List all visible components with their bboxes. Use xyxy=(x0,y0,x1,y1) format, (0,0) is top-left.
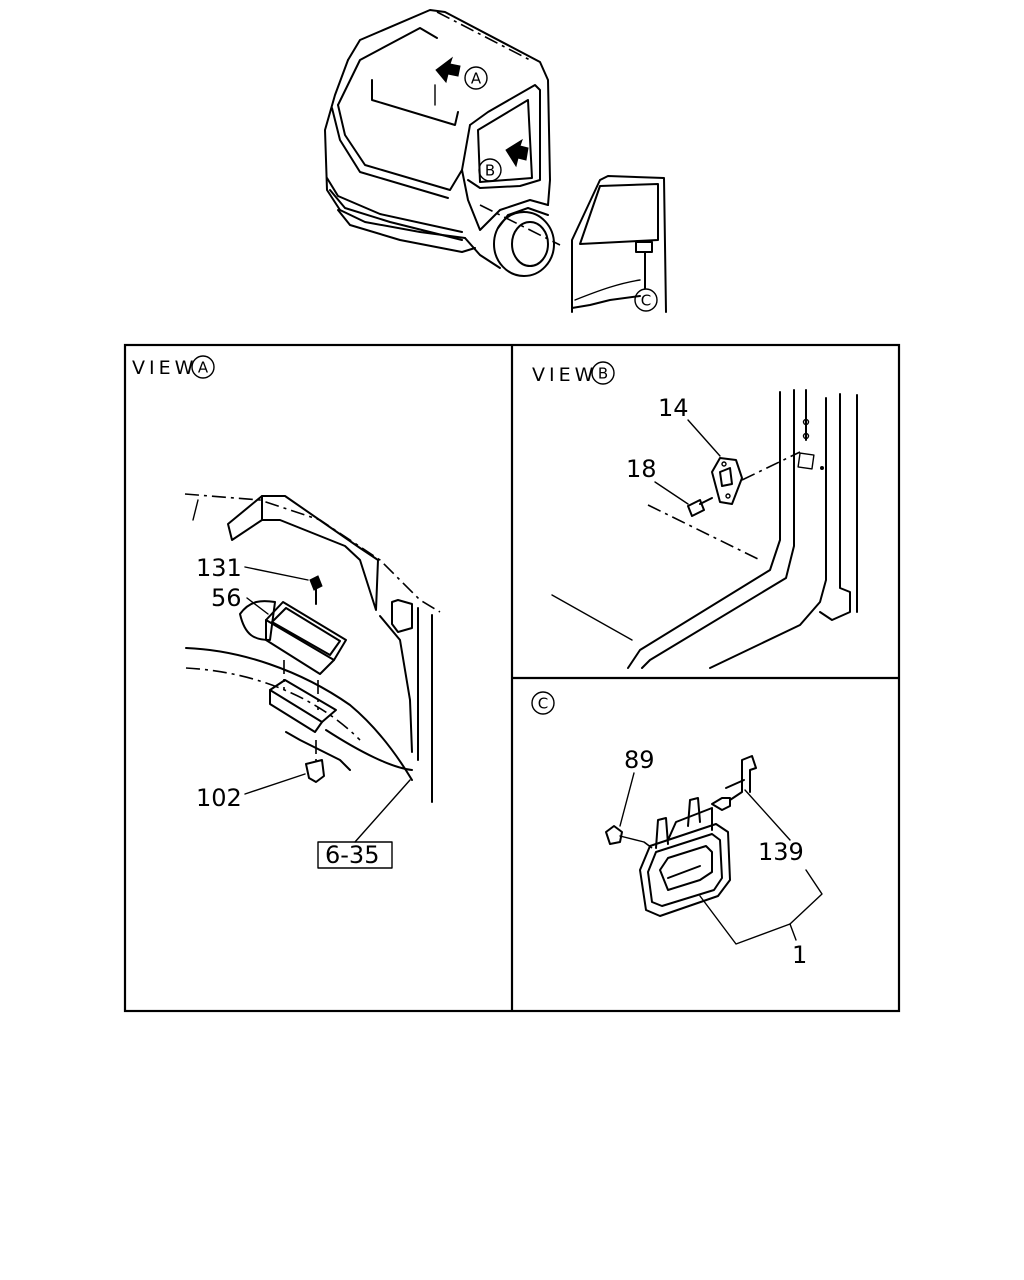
view-c-title: C xyxy=(531,691,555,715)
overview-marker-c: C xyxy=(634,288,658,312)
part-label-14: 14 xyxy=(658,394,689,422)
reference-box-6-35: 6-35 xyxy=(317,841,393,869)
part-label-139: 139 xyxy=(758,838,804,866)
svg-text:C: C xyxy=(538,695,548,713)
svg-text:56: 56 xyxy=(211,584,242,612)
svg-text:131: 131 xyxy=(196,554,242,582)
svg-text:139: 139 xyxy=(758,838,804,866)
svg-text:B: B xyxy=(598,365,608,383)
svg-text:18: 18 xyxy=(626,455,657,483)
truck-cab-overview xyxy=(324,9,561,277)
part-label-1: 1 xyxy=(792,941,807,969)
part-label-102: 102 xyxy=(196,784,242,812)
view-b-title: VIEW B xyxy=(532,361,615,386)
svg-text:A: A xyxy=(198,359,209,377)
svg-text:14: 14 xyxy=(658,394,689,422)
svg-text:B: B xyxy=(485,162,495,180)
part-label-18: 18 xyxy=(626,455,657,483)
svg-text:102: 102 xyxy=(196,784,242,812)
svg-text:1: 1 xyxy=(792,941,807,969)
svg-text:6-35: 6-35 xyxy=(325,841,379,869)
part-label-131: 131 xyxy=(196,554,242,582)
view-a-title: VIEW A xyxy=(132,355,215,379)
view-c-drawing xyxy=(605,755,823,945)
overview-marker-a: A xyxy=(464,66,488,90)
view-a-drawing xyxy=(184,493,441,843)
svg-text:VIEW: VIEW xyxy=(132,357,197,379)
overview-marker-b: B xyxy=(478,158,502,182)
svg-text:A: A xyxy=(471,70,482,88)
detail-frame xyxy=(123,343,901,1013)
door-detail-overview xyxy=(571,175,667,313)
part-label-89: 89 xyxy=(624,746,655,774)
svg-text:89: 89 xyxy=(624,746,655,774)
part-label-56: 56 xyxy=(211,584,242,612)
view-b-drawing xyxy=(551,389,858,669)
svg-text:VIEW: VIEW xyxy=(532,364,597,386)
svg-text:C: C xyxy=(641,292,651,310)
